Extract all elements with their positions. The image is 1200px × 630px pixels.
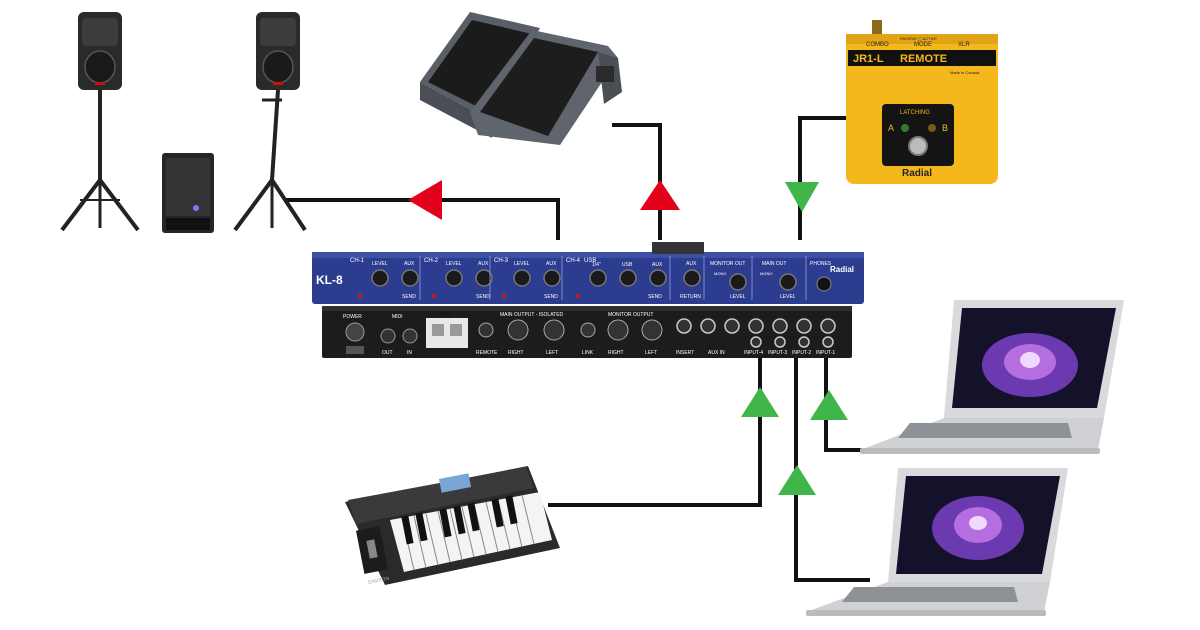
mixer-front-panel — [312, 242, 864, 304]
rear-monitor-output-left: LEFT — [645, 350, 657, 356]
rear-link-label: LINK — [582, 350, 594, 356]
footswitch-b: B — [942, 123, 948, 133]
cable-to-floor-monitors — [612, 123, 662, 240]
front-ch2-level: LEVEL — [446, 261, 462, 267]
front-ch2-label: CH-2 — [424, 258, 439, 264]
floor-monitors — [420, 12, 622, 145]
input-arrow-laptop-top — [810, 390, 848, 420]
front-ch4-label: CH-4 — [566, 258, 581, 264]
rear-usb-label: USB — [440, 312, 451, 318]
front-ch4-usb-tag: USB — [584, 258, 596, 264]
pa-speaker-right — [233, 12, 307, 232]
midi-keyboard — [345, 466, 560, 585]
output-arrow-pa — [408, 180, 442, 220]
front-ch1-level: LEVEL — [372, 261, 388, 267]
cable-to-pa-speakers — [285, 198, 560, 240]
rear-insert-label: INSERT — [676, 350, 694, 356]
mixer-rear-panel — [322, 306, 852, 358]
pa-speaker-left — [60, 12, 140, 232]
footswitch-a: A — [888, 123, 894, 133]
rear-input-4-label: INPUT-4 — [744, 350, 763, 356]
rear-aux-in-label: AUX IN — [708, 350, 725, 356]
rear-monitor-output-title: MONITOR OUTPUT — [608, 312, 653, 318]
front-ch1-label: CH-1 — [350, 258, 365, 264]
cable-from-footswitch — [798, 116, 850, 240]
input-arrow-footswitch — [785, 182, 819, 212]
front-ch1-send: SEND — [402, 294, 416, 300]
rear-input-3-label: INPUT-3 — [768, 350, 787, 356]
front-aux-return-top: AUX — [686, 261, 697, 267]
front-aux-return-bottom: RETURN — [680, 294, 701, 300]
mixer-brand-front: Radial — [830, 265, 854, 274]
front-ch2-send: SEND — [476, 294, 490, 300]
front-ch3-aux: AUX — [546, 261, 557, 267]
front-ch3-label: CH-3 — [494, 258, 509, 264]
laptop-top — [860, 300, 1124, 454]
input-arrow-keyboard — [741, 387, 779, 417]
front-main-out-level: LEVEL — [780, 294, 796, 300]
front-phones-label: PHONES — [810, 261, 832, 267]
front-ch2-aux: AUX — [478, 261, 489, 267]
footswitch-combo: COMBO — [866, 42, 889, 48]
rear-main-output-left: LEFT — [546, 350, 558, 356]
rear-midi-label: MIDI — [392, 314, 403, 320]
rear-remote-label: REMOTE — [476, 350, 498, 356]
rear-power-label: POWER — [343, 314, 362, 320]
footswitch-mode-text: PASSIVE ▢ ACTIVE — [900, 36, 937, 41]
signal-arrows — [408, 180, 848, 495]
front-ch1-aux: AUX — [404, 261, 415, 267]
footswitch-brand: JR1-L — [853, 53, 884, 65]
laptop-bottom — [806, 468, 1068, 616]
footswitch-made-in: Made in Canada — [950, 70, 980, 75]
front-ch4-send: SEND — [648, 294, 662, 300]
front-monitor-out-mono: MONO — [714, 271, 726, 276]
rear-main-output-right: RIGHT — [508, 350, 524, 356]
footswitch-name: REMOTE — [900, 53, 947, 65]
rear-midi-in: IN — [407, 350, 412, 356]
front-main-out-mono: MONO — [760, 271, 772, 276]
front-monitor-out-level: LEVEL — [730, 294, 746, 300]
input-arrow-laptop-bottom — [778, 465, 816, 495]
rear-input-1-label: INPUT-1 — [816, 350, 835, 356]
jr1-remote-footswitch — [846, 20, 998, 184]
footswitch-logo: Radial — [902, 168, 932, 179]
keyboard-brand: SAMSON — [367, 576, 390, 586]
mixer-model-label: KL-8 — [316, 273, 343, 287]
front-ch3-level: LEVEL — [514, 261, 530, 267]
rear-midi-out: OUT — [382, 350, 393, 356]
output-arrow-monitors — [640, 180, 680, 210]
cable-from-keyboard — [548, 358, 762, 507]
rear-input-2-label: INPUT-2 — [792, 350, 811, 356]
front-ch3-send: SEND — [544, 294, 558, 300]
front-main-out-title: MAIN OUT — [762, 261, 786, 267]
subwoofer — [162, 153, 214, 233]
front-monitor-out-title: MONITOR OUT — [710, 261, 745, 267]
front-ch4-quarter: 1/4" — [592, 262, 601, 268]
front-ch4-aux: AUX — [652, 262, 663, 268]
cable-from-laptop-bottom — [794, 358, 870, 582]
footswitch-mode: MODE — [914, 42, 932, 48]
rear-main-output-title: MAIN OUTPUT - ISOLATED — [500, 312, 564, 318]
footswitch-latching: LATCHING — [900, 110, 930, 116]
rear-monitor-output-right: RIGHT — [608, 350, 624, 356]
footswitch-xlr: XLR — [958, 42, 970, 48]
front-ch4-usb: USB — [622, 262, 633, 268]
